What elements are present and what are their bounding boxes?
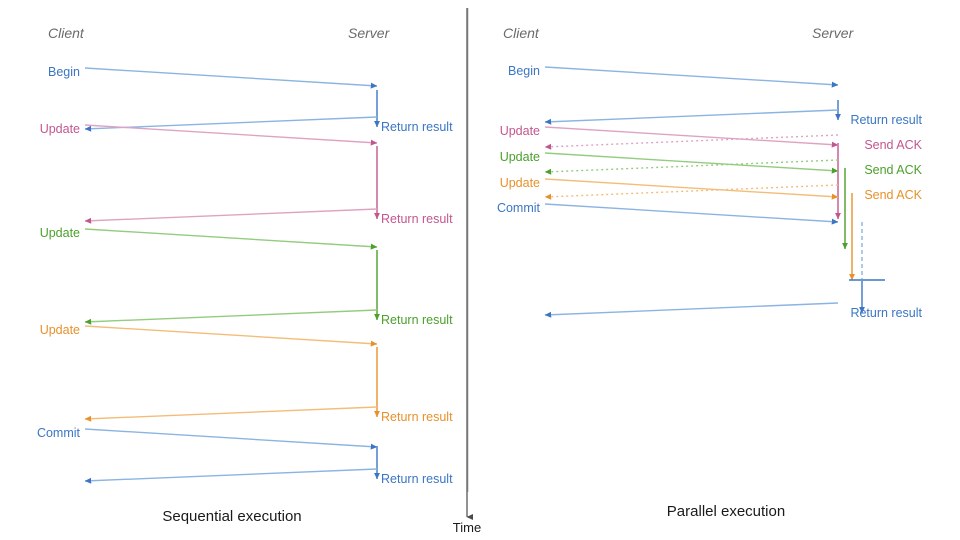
message-label-update: Update — [40, 323, 80, 337]
message-arrow-green-5 — [84, 309, 378, 325]
message-label-commit: Commit — [497, 201, 541, 215]
message-label-send-ack: Send ACK — [864, 188, 922, 202]
message-label-return-result: Return result — [850, 113, 922, 127]
message-label-send-ack: Send ACK — [864, 138, 922, 152]
message-arrow-green-4 — [84, 228, 378, 250]
message-arrow-blue-0 — [544, 66, 839, 88]
message-label-return-result: Return result — [381, 472, 453, 486]
message-arrow-orange-7 — [544, 184, 839, 200]
panel-caption-parallel: Parallel execution — [667, 503, 785, 520]
message-arrow-green-5 — [544, 159, 839, 175]
message-arrow-blue-9 — [544, 302, 839, 318]
message-label-send-ack: Send ACK — [864, 163, 922, 177]
message-label-begin: Begin — [48, 65, 80, 79]
message-label-return-result: Return result — [850, 306, 922, 320]
actor-header-server: Server — [812, 25, 855, 41]
message-arrow-pink-3 — [84, 208, 378, 224]
message-arrow-blue-8 — [84, 428, 378, 450]
actor-header-client: Client — [503, 25, 540, 41]
message-arrow-pink-3 — [544, 134, 839, 150]
message-label-update: Update — [500, 176, 540, 190]
message-arrow-blue-9 — [84, 468, 378, 484]
message-label-return-result: Return result — [381, 410, 453, 424]
message-arrow-blue-1 — [84, 116, 378, 132]
time-axis-label: Time — [453, 520, 481, 535]
message-arrow-orange-6 — [544, 178, 839, 200]
message-label-commit: Commit — [37, 426, 81, 440]
message-arrow-orange-6 — [84, 325, 378, 347]
message-arrow-pink-2 — [84, 124, 378, 146]
message-arrow-pink-2 — [544, 126, 839, 148]
actor-header-client: Client — [48, 25, 85, 41]
message-arrow-orange-7 — [84, 406, 378, 422]
message-arrow-green-4 — [544, 152, 839, 174]
message-arrow-blue-8 — [544, 203, 839, 225]
message-label-update: Update — [500, 124, 540, 138]
message-label-return-result: Return result — [381, 120, 453, 134]
panel-caption-sequential: Sequential execution — [162, 508, 301, 525]
message-arrow-blue-1 — [544, 109, 839, 125]
message-label-update: Update — [500, 150, 540, 164]
message-label-update: Update — [40, 226, 80, 240]
actor-header-server: Server — [348, 25, 391, 41]
message-label-return-result: Return result — [381, 212, 453, 226]
message-label-return-result: Return result — [381, 313, 453, 327]
message-arrow-blue-0 — [84, 67, 378, 89]
message-label-begin: Begin — [508, 64, 540, 78]
message-label-update: Update — [40, 122, 80, 136]
